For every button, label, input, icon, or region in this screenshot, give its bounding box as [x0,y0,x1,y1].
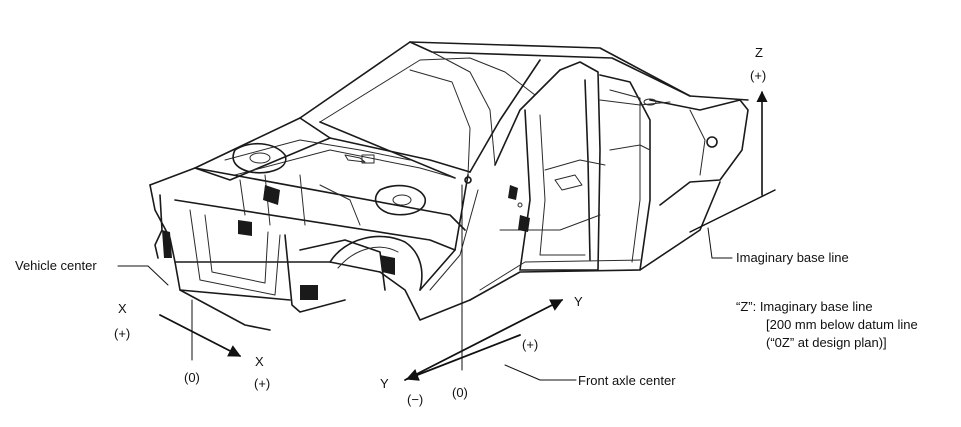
front-axle-center-callout: (0) Front axle center [452,184,676,400]
z-axis-label: Z [755,45,763,60]
imaginary-base-line: Imaginary base line [689,189,849,265]
x-axis: X (+) X (+) [114,301,270,391]
z-note-line1: “Z”: Imaginary base line [736,299,873,314]
car-body-icon [149,41,749,331]
x-plus-right-label: (+) [254,376,270,391]
y-zero-label: (0) [452,385,468,400]
y-axis-left-label: Y [380,376,389,391]
imaginary-base-line-label: Imaginary base line [736,250,849,265]
y-axis: Y (+) Y (−) [380,294,583,407]
x-plus-left-label: (+) [114,326,130,341]
z-note: “Z”: Imaginary base line [200 mm below d… [736,299,918,350]
vehicle-center-label: Vehicle center [15,258,97,273]
x-zero-label: (0) [184,370,200,385]
y-axis-right-label: Y [574,294,583,309]
z-axis: Z (+) [750,45,768,196]
x-axis-left-label: X [118,301,127,316]
z-plus-label: (+) [750,68,766,83]
y-minus-label: (−) [407,392,423,407]
vehicle-center-callout: Vehicle center (0) [15,258,200,385]
y-plus-label: (+) [522,337,538,352]
front-axle-center-label: Front axle center [578,373,676,388]
z-note-line3: (“0Z” at design plan)] [766,335,887,350]
z-note-line2: [200 mm below datum line [766,317,918,332]
x-axis-right-label: X [255,354,264,369]
